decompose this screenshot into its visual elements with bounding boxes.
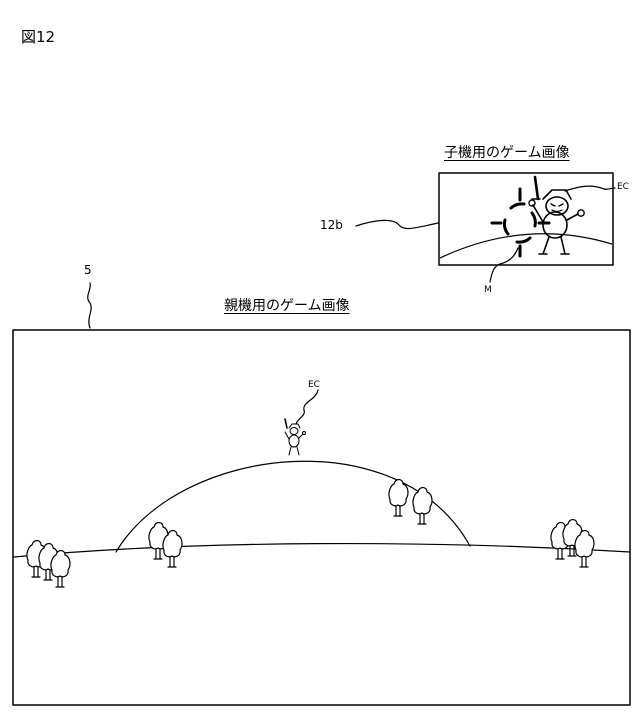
parent-screen-title: 親機用のゲーム画像 [224, 298, 350, 314]
child-screen-frame [438, 172, 614, 266]
child-enemy-label: EC [617, 182, 629, 192]
leader-line-m [489, 247, 519, 283]
trees [26, 478, 595, 588]
enemy-character-large [528, 175, 585, 255]
hill-outline [115, 460, 471, 553]
parent-screen-frame [12, 329, 631, 706]
parent-screen [12, 329, 631, 706]
parent-enemy-label: EC [308, 380, 320, 390]
aiming-marker [490, 187, 551, 258]
marker-label: M [484, 285, 492, 295]
figure-label: 図12 [21, 28, 56, 46]
tree [412, 486, 433, 525]
leader-line-12b [355, 219, 439, 230]
tree [162, 529, 183, 568]
tree [388, 478, 409, 517]
leader-line-ec-parent [295, 389, 319, 425]
leader-line-5 [87, 282, 92, 329]
enemy-character-small [284, 418, 306, 456]
leader-line-ec-child [564, 185, 616, 192]
child-screen-ref-number: 12b [320, 218, 343, 232]
parent-ground-line [13, 542, 631, 558]
parent-screen-ref-number: 5 [84, 263, 92, 277]
tree [574, 529, 595, 568]
tree [50, 549, 71, 588]
child-ground-horizon [440, 233, 612, 259]
child-screen [438, 172, 614, 266]
child-screen-title: 子機用のゲーム画像 [444, 145, 570, 161]
